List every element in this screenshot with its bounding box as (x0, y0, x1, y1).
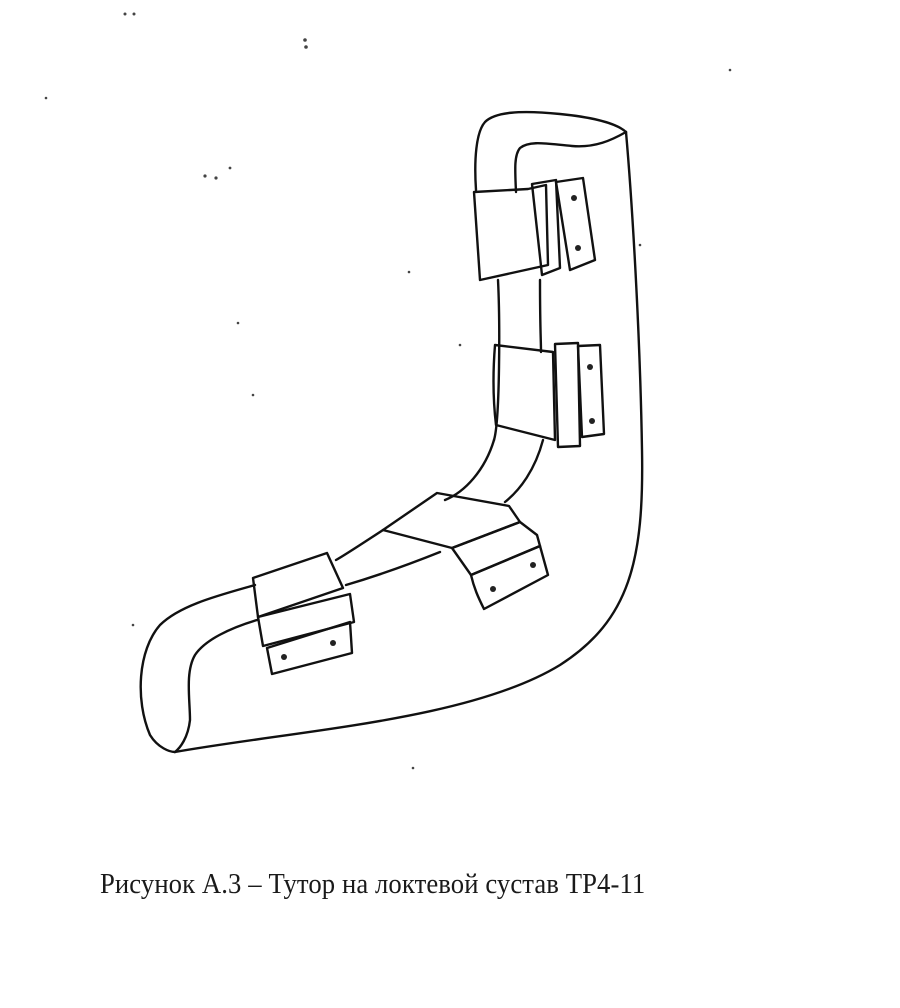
forearm-strap-left (251, 551, 356, 676)
scan-noise (44, 12, 732, 770)
figure-caption-text: Рисунок А.3 – Тутор на локтевой сустав Т… (100, 868, 646, 900)
forearm-strap-right (450, 520, 550, 611)
figure-caption: Рисунок А.3 – Тутор на локтевой сустав Т… (100, 868, 645, 901)
middle-strap (492, 341, 606, 449)
orthosis-shell (139, 110, 644, 754)
elbow-pad (381, 491, 522, 550)
upper-strap (472, 176, 597, 282)
